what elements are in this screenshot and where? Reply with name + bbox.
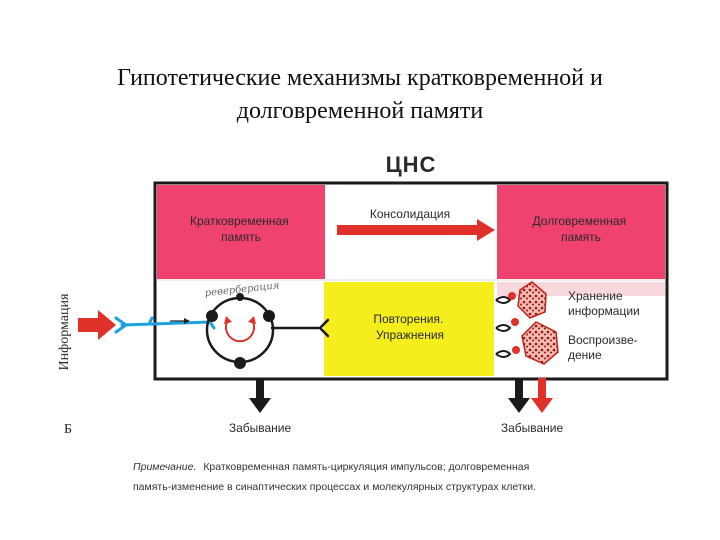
reproduction-label-line-2: дение bbox=[568, 348, 602, 362]
long-term-label-line-2: память bbox=[561, 230, 601, 244]
long-term-label-line-1: Долговременная bbox=[533, 214, 627, 228]
note-text-1: Кратковременная память-циркуляция импуль… bbox=[203, 461, 529, 473]
afferent-fiber bbox=[114, 314, 216, 334]
short-term-memory-box bbox=[157, 185, 325, 279]
reproduction-label: Воспроизве- дение bbox=[568, 333, 641, 362]
storage-label: Хранение информации bbox=[568, 289, 640, 318]
reproduction-label-line-1: Воспроизве- bbox=[568, 333, 638, 347]
consolidation-arrow bbox=[337, 219, 495, 241]
note-prefix: Примечание. bbox=[133, 461, 196, 473]
slide-title-line-1: Гипотетические механизмы кратковременной… bbox=[117, 65, 603, 91]
synapse-hooks bbox=[495, 296, 512, 358]
input-label: Информация bbox=[57, 293, 72, 370]
long-term-label: Долговременная память bbox=[533, 214, 630, 244]
long-term-memory-box bbox=[497, 185, 665, 279]
slide-title: Гипотетические механизмы кратковременной… bbox=[40, 62, 680, 128]
storage-label-line-2: информации bbox=[568, 304, 640, 318]
short-term-label-line-1: Кратковременная bbox=[190, 214, 289, 228]
reverberation-circuit bbox=[205, 293, 275, 369]
panel-letter: Б bbox=[64, 422, 72, 437]
signal-arrow bbox=[170, 318, 190, 324]
input-arrow bbox=[78, 310, 116, 340]
forgetting-arrow-right bbox=[508, 378, 530, 413]
reproduction-arrow bbox=[531, 378, 553, 413]
forgetting-label-left: Забывание bbox=[229, 421, 292, 435]
repetition-box bbox=[324, 282, 494, 376]
note-line-2: память-изменение в синаптических процесс… bbox=[133, 481, 536, 493]
consolidation-label: Консолидация bbox=[370, 207, 450, 221]
forgetting-arrow-left bbox=[249, 378, 271, 413]
efferent-fiber bbox=[270, 318, 330, 338]
cns-label: ЦНС bbox=[386, 152, 437, 177]
storage-label-line-1: Хранение bbox=[568, 289, 623, 303]
repetition-label: Повторения. Упражнения bbox=[373, 312, 446, 342]
short-term-label-line-2: память bbox=[221, 230, 261, 244]
note-line-1: Примечание. Кратковременная память-цирку… bbox=[133, 461, 529, 473]
repetition-label-line-1: Повторения. bbox=[373, 312, 443, 326]
neuron-cells bbox=[508, 281, 559, 365]
forgetting-label-right: Забывание bbox=[501, 421, 564, 435]
repetition-label-line-2: Упражнения bbox=[376, 328, 444, 342]
short-term-label: Кратковременная память bbox=[190, 214, 292, 244]
slide-title-line-2: долговременной памяти bbox=[236, 98, 484, 124]
